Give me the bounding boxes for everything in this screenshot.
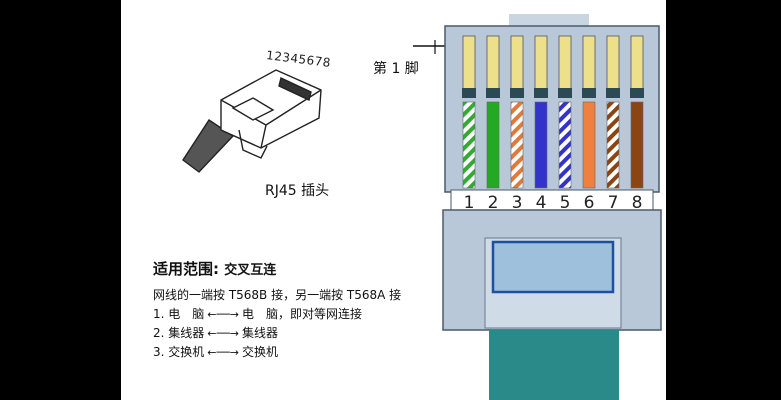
scope-label: 适用范围: [153,260,219,278]
list-item: 3. 交换机←──→交换机 [153,343,362,362]
cable [489,330,619,400]
double-arrow-icon: ←──→ [207,308,239,321]
contact-blade [486,35,500,93]
use-case-list: 1. 电 脑←──→电 脑，即对等网连接 2. 集线器←──→集线器 3. 交换… [153,305,362,362]
contact-band [510,88,524,98]
wire-3 [510,101,524,189]
contact-blade [510,35,524,93]
wires [462,35,644,189]
pin-label: 5 [560,193,571,213]
contact-blade [534,35,548,93]
wire-4 [534,101,548,189]
pin-number-strip [450,189,654,213]
contact-band [558,88,572,98]
latch-tab [491,240,615,294]
contact-blade [462,35,476,93]
contact-band [486,88,500,98]
pin-label: 1 [464,193,475,213]
pin-label: 2 [488,193,499,213]
pin-label: 3 [512,193,523,213]
wire-5 [558,101,572,189]
wire-6 [582,101,596,189]
wire-7 [606,101,620,189]
pin-label: 8 [632,193,643,213]
pin1-label: 第 1 脚 [373,61,419,77]
connector-upper-body [444,25,660,193]
scope-title: 适用范围: 交叉互连 [153,258,276,279]
wire-8 [630,101,644,189]
contact-band [630,88,644,98]
pin-label: 4 [536,193,547,213]
contact-band [606,88,620,98]
plug-caption: RJ45 插头 [265,183,330,199]
contact-blade [582,35,596,93]
contact-band [462,88,476,98]
scope-value: 交叉互连 [224,263,277,278]
pin-label: 6 [584,193,595,213]
pin-label: 7 [608,193,619,213]
contact-blade [630,35,644,93]
wire-1 [462,101,476,189]
rj45-plug-illustration [182,69,322,173]
contact-band [582,88,596,98]
double-arrow-icon: ←──→ [207,346,239,359]
top-tab [509,14,589,26]
double-arrow-icon: ←──→ [207,327,239,340]
contact-blade [606,35,620,93]
wiring-note: 网线的一端按 T568B 接，另一端按 T568A 接 [153,288,402,302]
contact-band [534,88,548,98]
list-item: 1. 电 脑←──→电 脑，即对等网连接 [153,305,362,324]
list-item: 2. 集线器←──→集线器 [153,324,362,343]
wire-2 [486,101,500,189]
contact-blade [558,35,572,93]
